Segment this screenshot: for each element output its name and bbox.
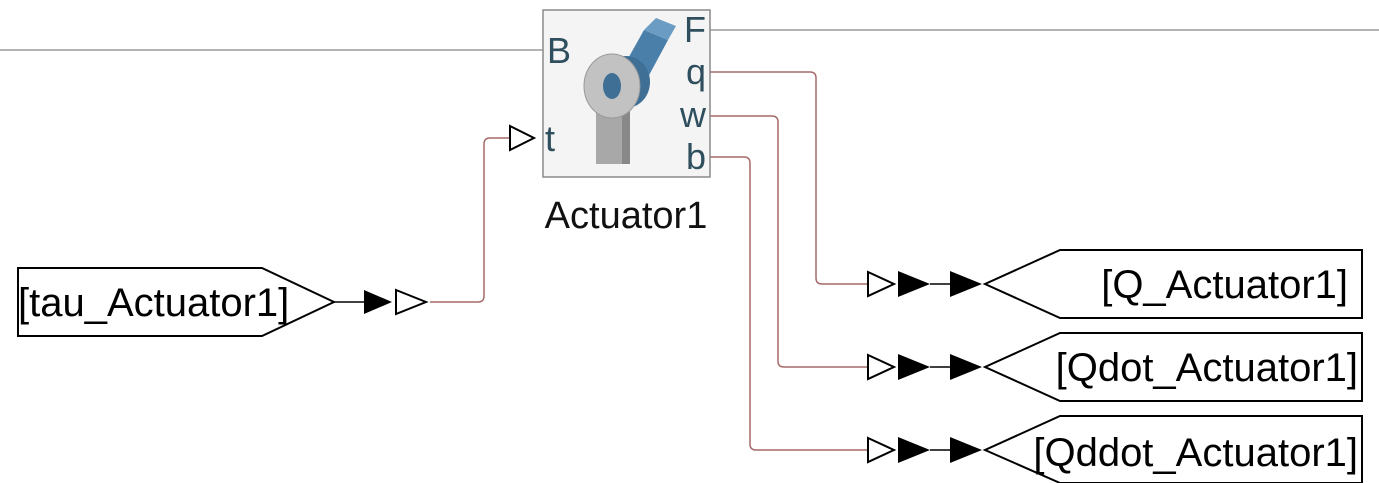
open-arrow	[867, 436, 897, 464]
port-label-w: w	[679, 94, 707, 135]
port-label-t: t	[545, 118, 555, 159]
block-name-label[interactable]: Actuator1	[545, 195, 708, 237]
filled-arrow	[950, 271, 982, 297]
open-arrow	[867, 353, 897, 381]
goto-block-shape[interactable]	[982, 249, 1363, 319]
port-label-B: B	[547, 30, 571, 71]
filled-arrow	[898, 437, 930, 463]
port-label-F: F	[684, 9, 706, 50]
filled-arrow	[950, 354, 982, 380]
open-arrow	[395, 288, 429, 316]
port-label-q: q	[686, 51, 706, 92]
goto-block-qddot[interactable]: [Qddot_Actuator1]	[867, 415, 1363, 483]
open-arrow	[867, 270, 897, 298]
from-block-label: [tau_Actuator1]	[18, 281, 289, 325]
signal-line-w[interactable]	[710, 115, 868, 368]
signal-line-tau[interactable]	[430, 137, 510, 303]
from-block-shape[interactable]	[17, 267, 337, 337]
signal-line-q[interactable]	[710, 71, 868, 285]
goto-block-label: [Q_Actuator1]	[1101, 263, 1348, 307]
goto-block-shape[interactable]	[982, 332, 1363, 402]
goto-block-label: [Qdot_Actuator1]	[1056, 346, 1358, 390]
port-label-b: b	[686, 136, 706, 177]
goto-block-q[interactable]: [Q_Actuator1]	[867, 249, 1363, 319]
filled-arrow	[364, 290, 392, 314]
filled-arrow	[898, 271, 930, 297]
goto-block-label: [Qddot_Actuator1]	[1033, 431, 1358, 475]
filled-arrow	[898, 354, 930, 380]
signal-line-b[interactable]	[710, 156, 868, 451]
from-block[interactable]: [tau_Actuator1]	[17, 267, 429, 337]
goto-block-qdot[interactable]: [Qdot_Actuator1]	[867, 332, 1363, 402]
filled-arrow	[950, 437, 982, 463]
revolute-actuator-icon	[583, 18, 676, 164]
goto-block-shape[interactable]	[982, 415, 1363, 483]
input-port-arrow-t	[509, 124, 537, 152]
actuator-block[interactable]: B t F q w b	[542, 9, 711, 178]
